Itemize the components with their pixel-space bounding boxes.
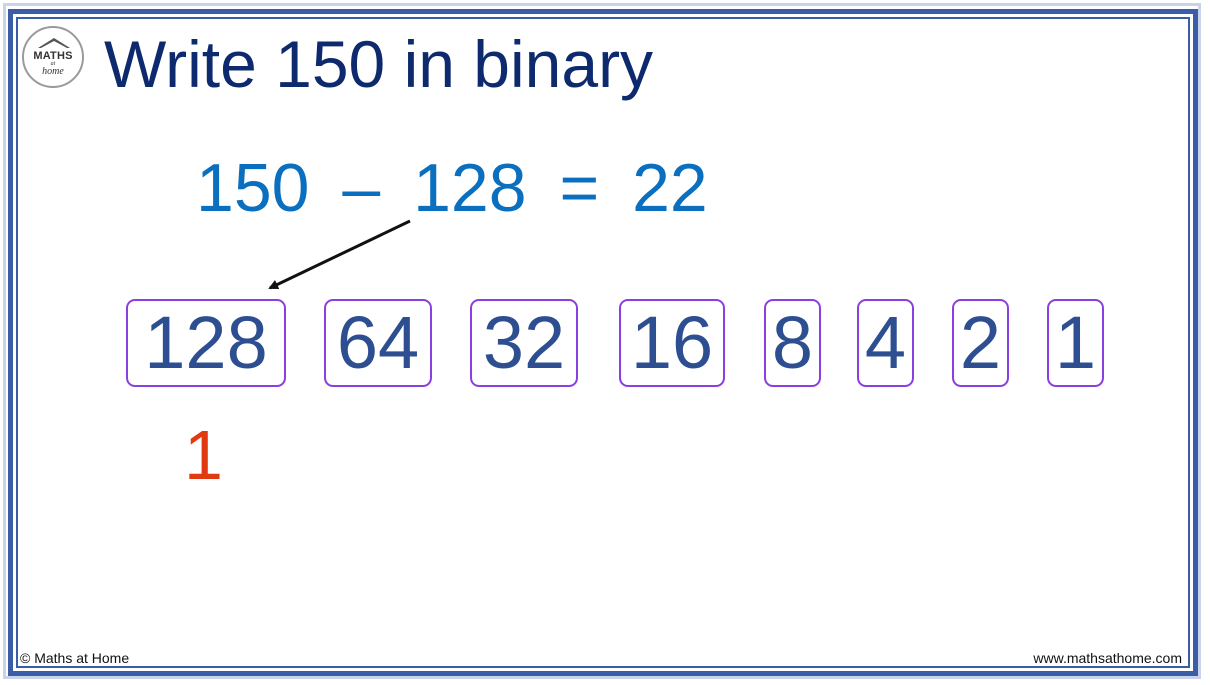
- place-value-box-4: 4: [857, 299, 914, 387]
- equation-subtrahend: 128: [413, 150, 527, 226]
- slide-title: Write 150 in binary: [104, 27, 654, 101]
- slide-frame-inner: [16, 17, 1190, 668]
- maths-at-home-logo: MATHS at home: [22, 26, 84, 88]
- place-value-box-32: 32: [470, 299, 578, 387]
- place-value-box-64: 64: [324, 299, 432, 387]
- place-value-box-16: 16: [619, 299, 725, 387]
- place-value-box-8: 8: [764, 299, 821, 387]
- place-value-box-1: 1: [1047, 299, 1104, 387]
- slide-frame-outer: [3, 3, 1201, 679]
- logo-text-home: home: [42, 66, 64, 77]
- copyright-text: © Maths at Home: [20, 650, 130, 666]
- website-text: www.mathsathome.com: [1033, 650, 1182, 666]
- place-value-box-128: 128: [126, 299, 286, 387]
- logo-text-maths: MATHS: [33, 50, 73, 62]
- equation-minus-sign: –: [342, 150, 381, 226]
- equation-minuend: 150: [196, 150, 310, 226]
- subtraction-equation: 150 – 128 = 22: [196, 148, 708, 228]
- equation-result: 22: [632, 150, 708, 226]
- place-value-box-2: 2: [952, 299, 1009, 387]
- slide-frame: [8, 9, 1198, 676]
- binary-digit-128: 1: [184, 416, 223, 494]
- logo-text-at: at: [50, 61, 56, 67]
- equation-equals-sign: =: [559, 150, 600, 226]
